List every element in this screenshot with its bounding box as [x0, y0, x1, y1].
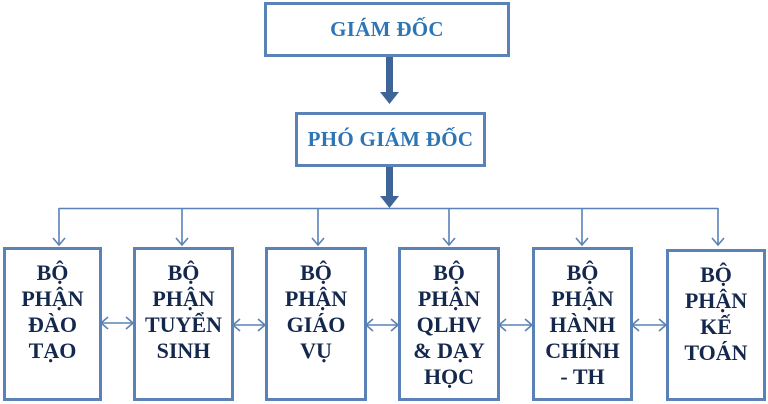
director-label: GIÁM ĐỐC	[330, 17, 444, 41]
department-label-line: - TH	[560, 364, 605, 389]
drop-arrows	[52, 208, 725, 247]
department-label-line: BỘ	[167, 260, 200, 285]
department-box-academic-affairs: BỘ PHẬN GIÁO VỤ	[265, 247, 367, 401]
department-label-line: TUYỂN	[144, 312, 222, 337]
department-label-line: HÀNH	[549, 312, 616, 337]
bidirectional-arrow-4-5	[497, 318, 534, 332]
department-label-line: BỘ	[36, 260, 69, 285]
department-label-line: PHẬN	[284, 286, 348, 311]
arrow-director-to-deputy	[380, 57, 399, 104]
department-box-admissions: BỘ PHẬN TUYỂN SINH	[133, 247, 234, 401]
department-label-line: QLHV	[416, 312, 482, 337]
department-label-line: PHẬN	[684, 288, 748, 313]
bidirectional-arrow-1-2	[99, 316, 135, 330]
department-box-accounting: BỘ PHẬN KẾ TOÁN	[666, 249, 766, 401]
department-label-line: PHẬN	[551, 286, 614, 311]
department-box-administration: BỘ PHẬN HÀNH CHÍNH - TH	[532, 247, 633, 401]
department-label-line: BỘ	[566, 260, 599, 285]
department-label-line: CHÍNH	[545, 338, 620, 363]
department-label-line: PHẬN	[152, 286, 215, 311]
bidirectional-arrow-3-4	[364, 318, 400, 332]
department-label-line: HỌC	[423, 364, 475, 389]
department-box-training: BỘ PHẬN ĐÀO TẠO	[3, 247, 102, 401]
department-label-line: BỘ	[433, 260, 465, 285]
department-label-line: BỘ	[700, 262, 732, 287]
department-label-line: PHẬN	[21, 286, 84, 311]
deputy-director-label: PHÓ GIÁM ĐỐC	[307, 127, 474, 151]
deputy-director-box: PHÓ GIÁM ĐỐC	[295, 112, 486, 167]
department-label-line: & DẠY	[413, 338, 485, 363]
department-label-line: VỤ	[300, 338, 332, 363]
bidirectional-arrow-2-3	[231, 318, 267, 332]
arrow-deputy-to-bus	[380, 167, 399, 208]
department-label-line: BỘ	[300, 260, 332, 285]
department-label-line: GIÁO	[286, 312, 346, 337]
department-label-line: SINH	[156, 338, 211, 363]
department-label-line: PHẬN	[417, 286, 481, 311]
director-box: GIÁM ĐỐC	[264, 2, 510, 57]
department-label-line: ĐÀO	[28, 312, 77, 337]
department-label-line: TẠO	[28, 338, 77, 363]
department-box-student-management-teaching: BỘ PHẬN QLHV & DẠY HỌC	[398, 247, 500, 401]
department-label-line: KẾ	[700, 314, 732, 339]
department-label-line: TOÁN	[684, 340, 748, 365]
bidirectional-arrow-5-6	[630, 318, 668, 332]
